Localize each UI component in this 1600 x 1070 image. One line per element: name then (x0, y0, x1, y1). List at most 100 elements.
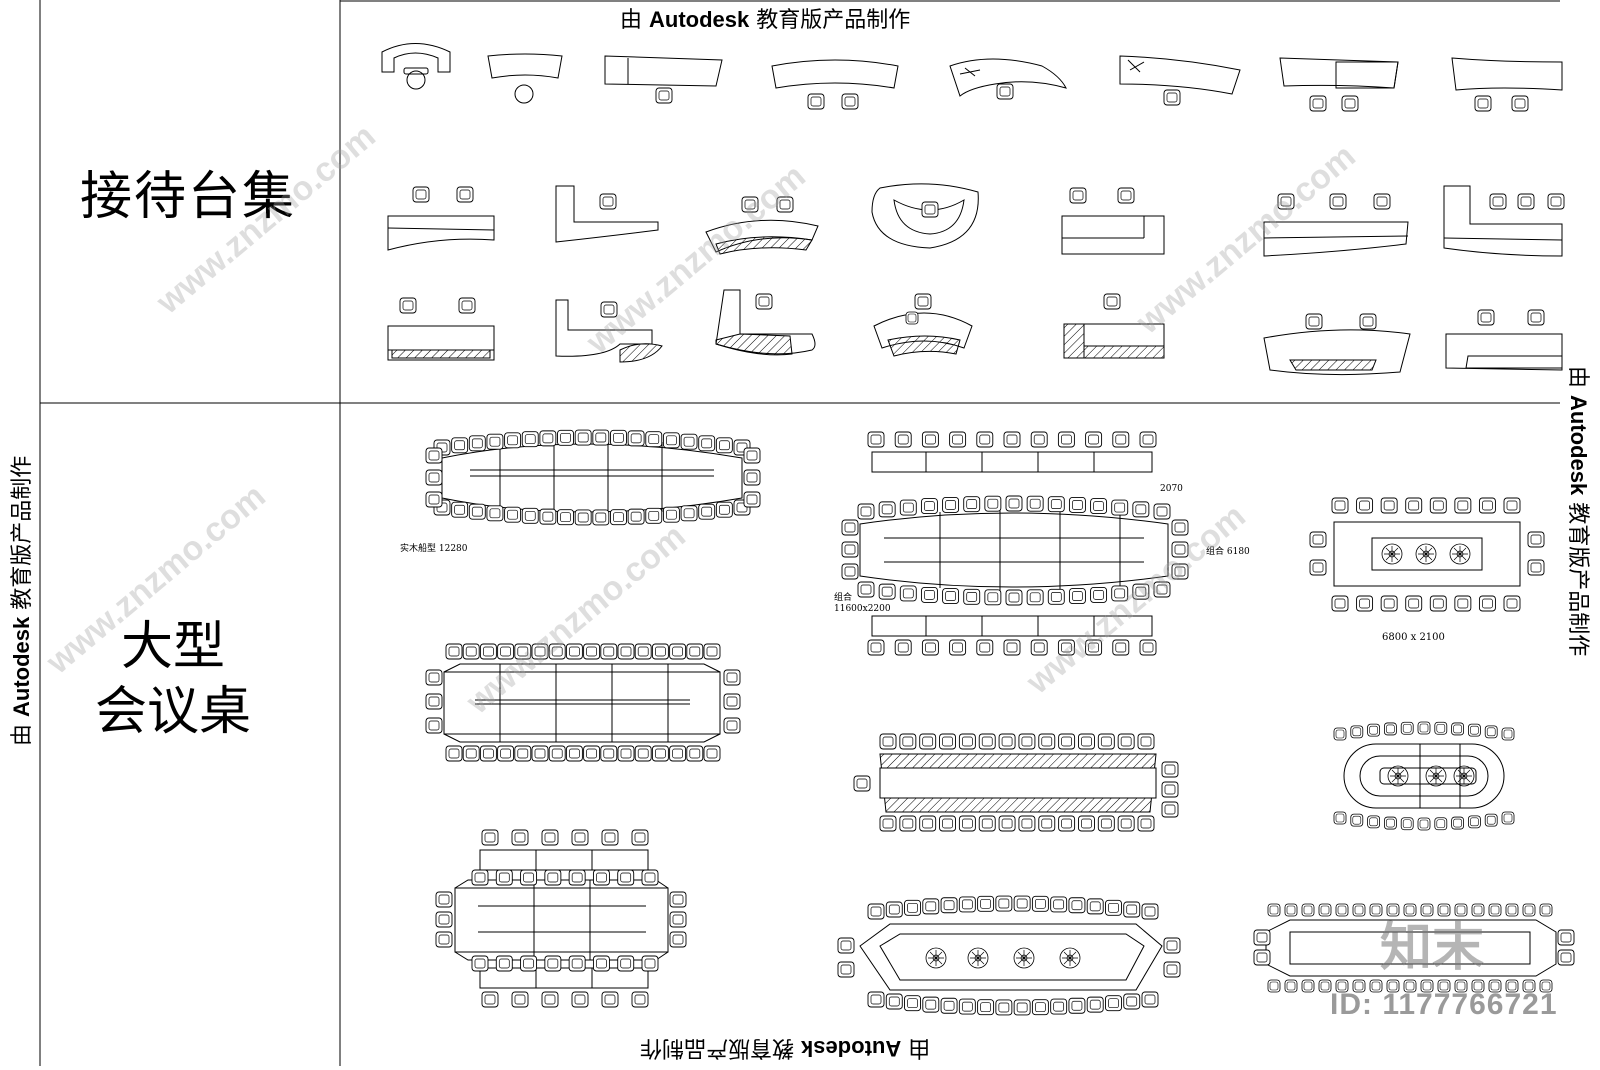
reception-section-title: 接待台集 (80, 167, 297, 227)
chair (1386, 979, 1400, 993)
chair (963, 588, 981, 605)
chair (495, 955, 513, 972)
chair (857, 503, 875, 520)
dim-rect-table: 6800 x 2100 (1382, 632, 1445, 643)
chair (651, 745, 669, 762)
chair (451, 437, 469, 454)
chair (1086, 898, 1104, 915)
chair (1104, 995, 1122, 1012)
chair (1484, 725, 1498, 739)
stamp-suffix: 教育版产品制作 (640, 1035, 795, 1060)
chair (680, 505, 698, 522)
reception-desk-row-2 (387, 183, 1565, 257)
chair (1369, 979, 1383, 993)
chair (703, 643, 721, 660)
chair (1383, 722, 1397, 736)
chair (497, 643, 515, 660)
chair (867, 639, 885, 656)
chair (878, 501, 896, 518)
chair (976, 639, 994, 656)
chair (1123, 993, 1141, 1010)
chair (998, 815, 1016, 832)
chair (669, 745, 687, 762)
conference-table-hatched-f (853, 733, 1179, 832)
chair (958, 896, 976, 913)
chair (1284, 979, 1298, 993)
chair (544, 955, 562, 972)
chair (617, 745, 635, 762)
chair (1333, 727, 1347, 741)
chair (1488, 979, 1502, 993)
chair (497, 745, 515, 762)
chair (641, 955, 659, 972)
chair (583, 745, 601, 762)
chair (495, 869, 513, 886)
chair (1057, 639, 1075, 656)
chair (504, 432, 522, 449)
chair (921, 639, 939, 656)
chair (1503, 595, 1521, 612)
chair (698, 503, 716, 520)
chair (1429, 595, 1447, 612)
chair (1104, 899, 1122, 916)
chair (617, 955, 635, 972)
chair (715, 501, 733, 518)
stamp-prefix: 由 (1565, 366, 1590, 389)
chair (1038, 733, 1056, 750)
chair (1429, 497, 1447, 514)
reception-desk-row-3 (387, 289, 1563, 376)
chair (514, 643, 532, 660)
chair (1068, 588, 1086, 605)
chair (617, 643, 635, 660)
chair (1380, 595, 1398, 612)
chair (1031, 895, 1049, 912)
chair (645, 507, 663, 524)
chair (949, 639, 967, 656)
chair (857, 581, 875, 598)
chair (1117, 815, 1135, 832)
chair (1090, 498, 1108, 515)
chair (1467, 815, 1481, 829)
chair (541, 991, 559, 1008)
chair (978, 815, 996, 832)
chair (486, 433, 504, 450)
chair (878, 583, 896, 600)
chair (1478, 497, 1496, 514)
chair (1522, 903, 1536, 917)
chair (1031, 999, 1049, 1016)
chair (1111, 499, 1129, 516)
chair (1005, 495, 1023, 512)
chair (568, 955, 586, 972)
chair (1454, 903, 1468, 917)
chair (904, 899, 922, 916)
stamp-brand: Autodesk (649, 7, 750, 32)
chair (1137, 815, 1155, 832)
chair (1085, 431, 1103, 448)
chair (1153, 581, 1171, 598)
chair (539, 430, 557, 447)
chair (680, 433, 698, 450)
chair (600, 643, 618, 660)
autodesk-stamp-right: 由 Autodesk 教育版产品制作 (1564, 366, 1596, 746)
chair (1467, 723, 1481, 737)
chair (1018, 733, 1036, 750)
chair (1097, 733, 1115, 750)
chair (894, 431, 912, 448)
chair (445, 643, 463, 660)
chair (899, 585, 917, 602)
chair (651, 643, 669, 660)
chair (462, 643, 480, 660)
chair (1405, 497, 1423, 514)
chair (1003, 639, 1021, 656)
autodesk-stamp-bottom: 由 Autodesk 教育版产品制作 (640, 1034, 930, 1066)
chair (920, 498, 938, 515)
chair (904, 995, 922, 1012)
chair (1026, 495, 1044, 512)
chair (1484, 813, 1498, 827)
chair (1018, 815, 1036, 832)
chair (1451, 816, 1465, 830)
chair (568, 869, 586, 886)
conference-table-combo-d (841, 431, 1189, 656)
chair (1068, 897, 1086, 914)
chair (1451, 722, 1465, 736)
